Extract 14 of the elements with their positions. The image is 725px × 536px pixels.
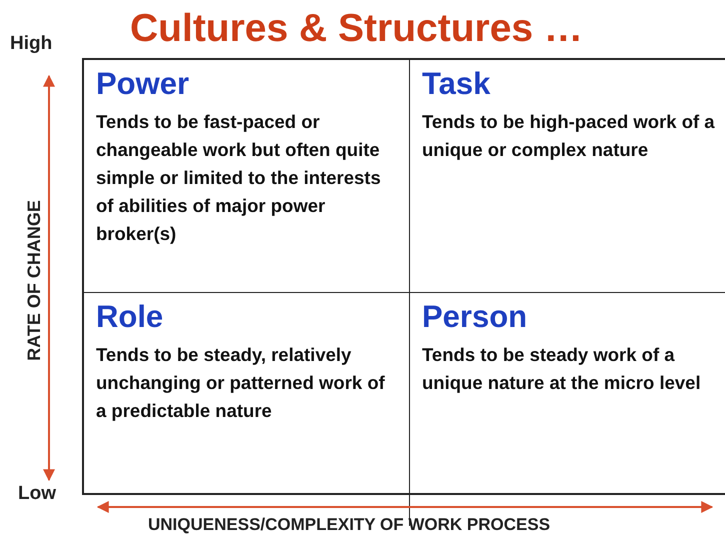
axis-title: RATE OF CHANGE (22, 200, 44, 360)
quadrant-cell (84, 60, 410, 293)
title: Cultures & Structures … (130, 6, 583, 52)
quadrant-heading: Power (96, 65, 190, 103)
quadrant-heading: Task (422, 65, 490, 103)
axis-label: Low (18, 482, 56, 506)
quadrant-heading: Person (422, 298, 528, 336)
quadrant-description: Tends to be fast-paced or changeable work but often quite simple or limited to the interests of abilities of major power broker(s) (96, 110, 382, 246)
quadrant-heading: Role (96, 298, 164, 336)
quadrant-description: Tends to be steady, relatively unchanging or patterned work of a predictable nature (96, 343, 386, 423)
quadrant-description: Tends to be high-paced work of a unique or complex nature (422, 110, 716, 162)
axis-label: High (10, 32, 52, 56)
axis-title: UNIQUENESS/COMPLEXITY OF WORK PROCESS (148, 514, 550, 536)
quadrant-description: Tends to be steady work of a unique nature at the micro level (422, 343, 702, 395)
